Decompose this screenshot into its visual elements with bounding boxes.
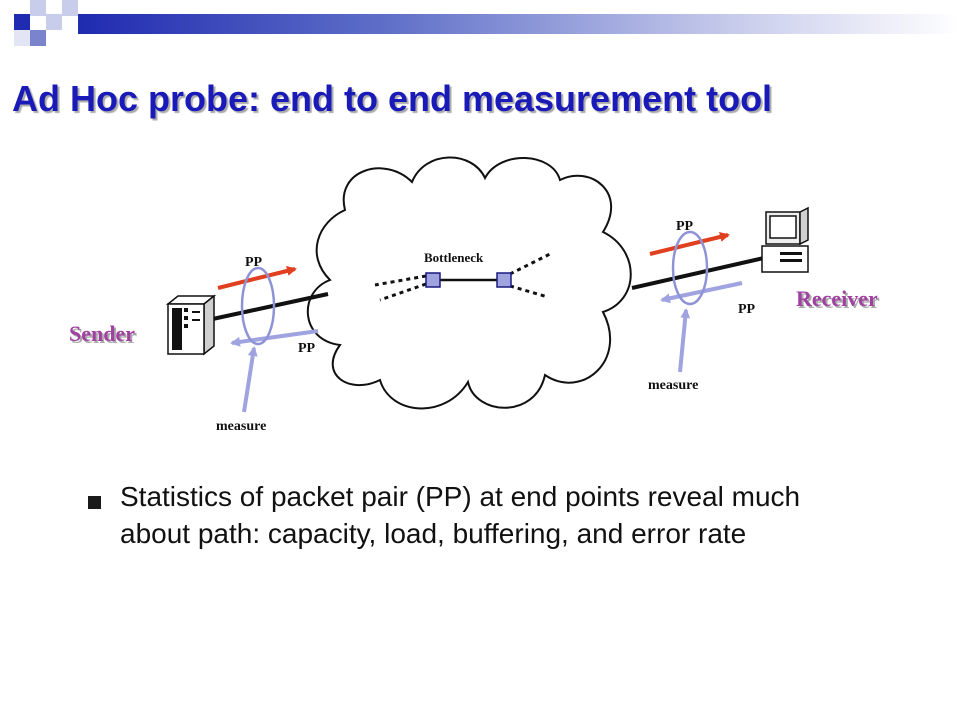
server-tower-icon [165,294,217,356]
corner-square-5 [62,0,78,16]
corner-square-1 [14,14,30,30]
receiver-label: Receiver [796,286,878,311]
dotted-branch [509,284,549,299]
sender-label: Sender [69,321,135,346]
pp-label: PP [245,255,263,270]
receiver-link [631,256,765,290]
measure-label: measure [648,378,698,393]
pp-label: PP [298,341,316,356]
corner-square-2 [30,0,46,16]
desktop-computer-icon [761,206,809,273]
corner-square-6 [14,30,30,46]
sender-link [207,292,329,322]
bullet-item: Statistics of packet pair (PP) at end po… [88,478,848,552]
pp-label: PP [676,219,694,234]
dotted-branch [379,282,427,302]
sender-return-arrow [230,329,319,347]
sender-label: Sender [71,323,137,348]
sender-forward-arrow [217,266,297,290]
cloud-network-icon [306,156,632,410]
receiver-label: Receiver [798,288,880,313]
bullet-square-icon [88,496,101,509]
pp-label: PP [738,302,756,317]
receiver-measure-ring [671,230,709,306]
bullet-text: Statistics of packet pair (PP) at end po… [120,481,801,549]
measure-label: measure [216,419,266,434]
router-icon [425,272,441,288]
corner-square-4 [30,30,46,46]
sender-measure-arrow [242,346,258,413]
receiver-measure-arrow [678,308,691,373]
bottleneck-label: Bottleneck [424,250,484,265]
receiver-forward-arrow [649,232,730,256]
corner-square-3 [46,14,62,30]
sender-measure-ring [240,266,276,346]
slide-title: Ad Hoc probe: end to end measurement too… [12,78,773,119]
dotted-branch [374,274,427,287]
router-icon [496,272,512,288]
header-gradient-bar [78,14,960,34]
